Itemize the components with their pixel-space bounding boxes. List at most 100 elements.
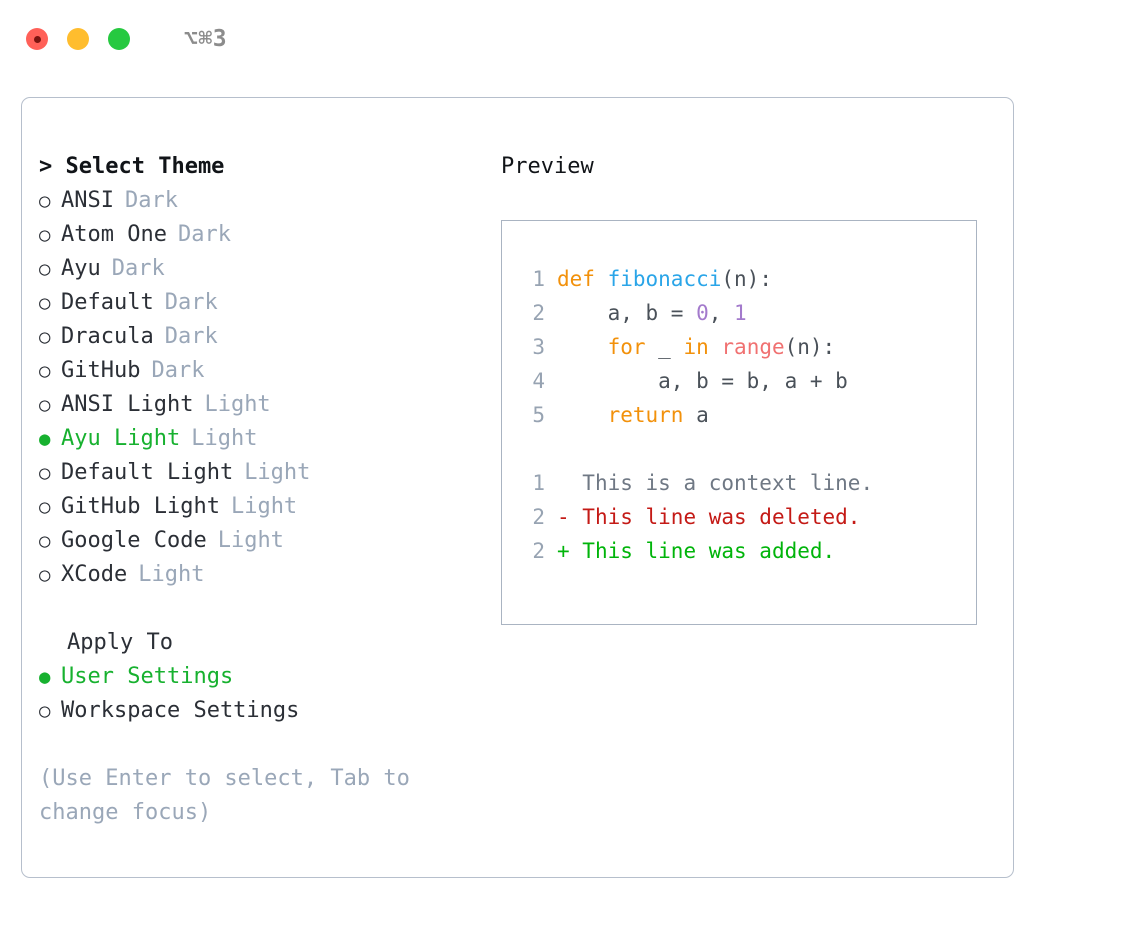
code-token-plain: a, b = b, a + b [557,369,848,393]
keyboard-hint-text: (Use Enter to select, Tab to change focu… [39,766,410,825]
theme-list-header: > Select Theme [39,154,225,179]
code-line: 3 for _ in range(n): [502,330,976,364]
code-token-plain [595,267,608,291]
code-token-num: 0 [696,301,709,325]
diff-line-body: This is a context line. [557,466,873,500]
diff-line-number: 1 [532,471,545,495]
code-line-text: return a [557,398,709,432]
radio-unselected-icon: ○ [39,564,51,586]
radio-unselected-icon: ○ [39,360,51,382]
theme-option-ayu-light[interactable]: ● Ayu Light Light [39,422,479,456]
code-token-plain [557,335,608,359]
diff-marker-ctx [557,471,582,495]
theme-variant-tag: Light [191,426,258,451]
theme-option-label: XCode [61,562,128,587]
code-line-number: 2 [532,301,545,325]
title-bar: ⌥⌘3 [0,0,1140,78]
diff-marker-add: + [557,539,583,563]
radio-unselected-icon: ○ [39,258,51,280]
code-token-plain: , [708,301,735,325]
theme-option-label: ANSI [61,188,114,213]
radio-unselected-icon: ○ [39,496,51,518]
theme-option-label: Ayu [61,256,101,281]
code-line-text: a, b = b, a + b [557,364,848,398]
code-line-text: def fibonacci(n): [557,262,772,296]
code-token-kw: in [683,335,709,359]
code-token-kw: def [557,267,595,291]
code-line-number: 5 [532,403,545,427]
theme-variant-tag: Light [230,494,298,519]
code-token-kw: for [607,335,646,359]
apply-to-option-list: ●User Settings○Workspace Settings [39,660,479,728]
theme-option-label: Google Code [61,528,207,553]
close-light-icon[interactable] [26,28,48,50]
theme-option-label: GitHub Light [61,494,220,519]
diff-line-number: 2 [532,505,545,529]
theme-variant-tag: Dark [111,256,165,281]
diff-line: 2- This line was deleted. [502,500,976,534]
code-line: 5 return a [502,398,976,432]
theme-variant-tag: Dark [164,290,218,315]
code-token-kw: return [607,403,684,427]
maximize-light-icon[interactable] [108,28,130,50]
code-token-fn: fibonacci [607,267,722,291]
minimize-light-icon[interactable] [67,28,89,50]
code-token-punct: (n): [784,335,836,359]
radio-unselected-icon: ○ [39,530,51,552]
diff-line: 2 + This line was added. [502,534,976,568]
theme-variant-tag: Light [204,392,271,417]
diff-line-text: This line was deleted. [582,505,861,529]
apply-to-option-label: Workspace Settings [61,698,300,723]
theme-option-label: Ayu Light [61,426,181,451]
diff-line-body: - This line was deleted. [557,500,860,534]
code-token-built: range [721,335,785,359]
code-line-text: for _ in range(n): [557,330,836,364]
code-token-plain [709,335,722,359]
theme-variant-tag: Dark [177,222,231,247]
apply-to-label: Apply To [67,630,173,655]
code-token-plain: a [683,403,709,427]
theme-variant-tag: Light [138,562,205,587]
diff-line-body: + This line was added. [557,534,835,568]
radio-unselected-icon: ○ [39,462,51,484]
diff-marker-del: - [557,505,583,529]
theme-option-xcode[interactable]: ○ XCode Light [39,558,479,592]
code-token-num: 1 [734,301,747,325]
radio-selected-icon: ● [39,428,51,450]
apply-to-option-user-settings[interactable]: ●User Settings [39,660,479,694]
theme-variant-tag: Dark [124,188,178,213]
theme-option-ayu[interactable]: ○ Ayu Dark [39,252,479,286]
theme-option-label: Atom One [61,222,167,247]
code-line-number: 3 [532,335,545,359]
radio-unselected-icon: ○ [39,292,51,314]
code-line-text: a, b = 0, 1 [557,296,747,330]
code-line-number: 4 [532,369,545,393]
apply-to-option-workspace-settings[interactable]: ○Workspace Settings [39,694,479,728]
diff-sample: 1 This is a context line.2- This line wa… [502,466,976,568]
theme-option-github-light[interactable]: ○ GitHub Light Light [39,490,479,524]
window-controls [26,28,130,50]
code-line: 4 a, b = b, a + b [502,364,976,398]
diff-line-text: This is a context line. [582,471,874,495]
diff-line-text: This line was added. [582,539,836,563]
code-token-plain [557,403,608,427]
code-token-punct: (n): [721,267,772,291]
diff-line-number: 2 [532,539,545,563]
radio-selected-icon: ● [39,666,51,688]
keyboard-shortcut-label: ⌥⌘3 [184,26,228,52]
theme-variant-tag: Dark [164,324,218,349]
